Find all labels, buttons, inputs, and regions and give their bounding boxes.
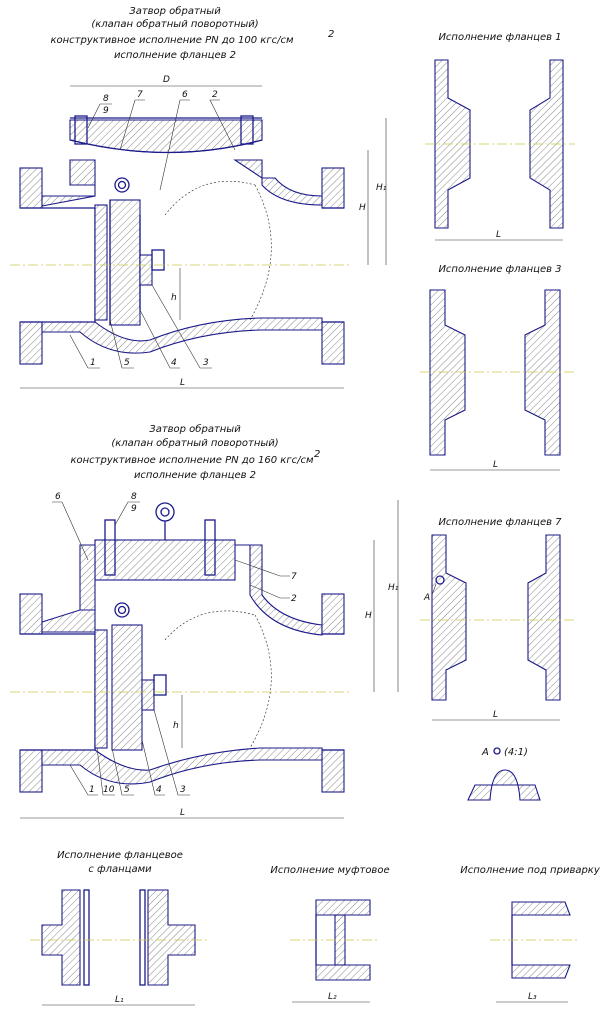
flange-7-title: Исполнение фланцев 7	[438, 517, 562, 528]
top-title-line-3: конструктивное исполнение PN до 100 кгс/…	[50, 35, 293, 46]
bottom-row-1-title-line-2: с фланцами	[88, 864, 152, 875]
top-dim-small-h: h	[171, 293, 177, 303]
top-part-2: 2	[212, 90, 218, 100]
bottom-dim-h: H	[365, 611, 372, 621]
flange-view-1: Исполнение фланцев 1 L	[425, 32, 575, 241]
weld-end-view: Исполнение под приварку L₃	[460, 865, 601, 1003]
bottom-row-3-title: Исполнение под приварку	[460, 865, 601, 876]
flange-1-dim: L	[496, 230, 501, 240]
bottom-row-2-title: Исполнение муфтовое	[270, 865, 389, 876]
top-part-8: 8	[103, 94, 109, 104]
bottom-part-9: 9	[131, 504, 137, 514]
detail-a: A (4:1)	[467, 747, 541, 801]
flange-7-callout: A	[423, 593, 430, 603]
bottom-part-8: 8	[131, 492, 137, 502]
flange-7-dim: L	[493, 710, 498, 720]
bottom-title-line-4: исполнение фланцев 2	[134, 470, 256, 481]
bottom-title-superscript: 2	[314, 449, 320, 460]
bottom-part-6: 6	[55, 492, 61, 502]
bottom-dim-h1: H₁	[388, 583, 399, 593]
bottom-title-line-3: конструктивное исполнение PN до 160 кгс/…	[70, 455, 313, 466]
top-title-line-4: исполнение фланцев 2	[114, 50, 236, 61]
top-part-4: 4	[171, 358, 177, 368]
top-dim-d: D	[163, 75, 170, 85]
bottom-part-10: 10	[103, 785, 115, 795]
detail-a-scale: (4:1)	[504, 747, 528, 758]
top-valve-body: D L H₁ H h 8 9 7 6 2 1 5 4 3	[10, 75, 387, 389]
flange-view-7: Исполнение фланцев 7 A L	[420, 517, 575, 721]
top-part-3: 3	[203, 358, 209, 368]
bottom-valve-body: L H₁ H h 6 8 9 7 2 1 10 5 4 3	[10, 492, 399, 819]
top-part-1: 1	[90, 358, 96, 368]
bottom-row-3-dim: L₃	[528, 992, 537, 1002]
coupling-view: Исполнение муфтовое L₂	[270, 865, 390, 1003]
bottom-row-1-dim: L₁	[115, 995, 124, 1005]
top-part-7: 7	[137, 90, 143, 100]
top-part-5: 5	[124, 358, 130, 368]
flange-view-3: Исполнение фланцев 3 L	[420, 264, 575, 471]
bottom-part-7: 7	[291, 572, 297, 582]
bottom-view-title: Затвор обратный (клапан обратный поворот…	[70, 423, 320, 481]
top-part-9: 9	[103, 106, 109, 116]
flange-3-title: Исполнение фланцев 3	[438, 264, 561, 275]
bottom-dim-l: L	[180, 808, 185, 818]
flanged-with-flanges-view: Исполнение фланцевое с фланцами L₁	[30, 850, 210, 1006]
flange-1-title: Исполнение фланцев 1	[438, 32, 561, 43]
top-dim-l: L	[180, 378, 185, 388]
bottom-dim-small-h: h	[173, 721, 179, 731]
top-part-6: 6	[182, 90, 188, 100]
bottom-row-1-title-line-1: Исполнение фланцевое	[57, 850, 183, 861]
bottom-part-2: 2	[291, 594, 297, 604]
top-title-line-1: Затвор обратный	[129, 5, 221, 17]
bottom-title-line-2: (клапан обратный поворотный)	[111, 437, 278, 449]
top-dim-h: H	[359, 203, 366, 213]
top-title-line-2: (клапан обратный поворотный)	[91, 18, 258, 30]
bottom-row-2-dim: L₂	[328, 992, 337, 1002]
flange-3-dim: L	[493, 460, 498, 470]
top-title-superscript: 2	[328, 29, 334, 40]
bottom-part-5: 5	[124, 785, 130, 795]
bottom-part-3: 3	[180, 785, 186, 795]
top-view-title: Затвор обратный (клапан обратный поворот…	[50, 5, 334, 61]
bottom-part-4: 4	[156, 785, 162, 795]
detail-a-label: A	[481, 747, 489, 758]
bottom-part-1: 1	[89, 785, 95, 795]
top-dim-h1: H₁	[376, 183, 387, 193]
bottom-title-line-1: Затвор обратный	[149, 423, 241, 435]
